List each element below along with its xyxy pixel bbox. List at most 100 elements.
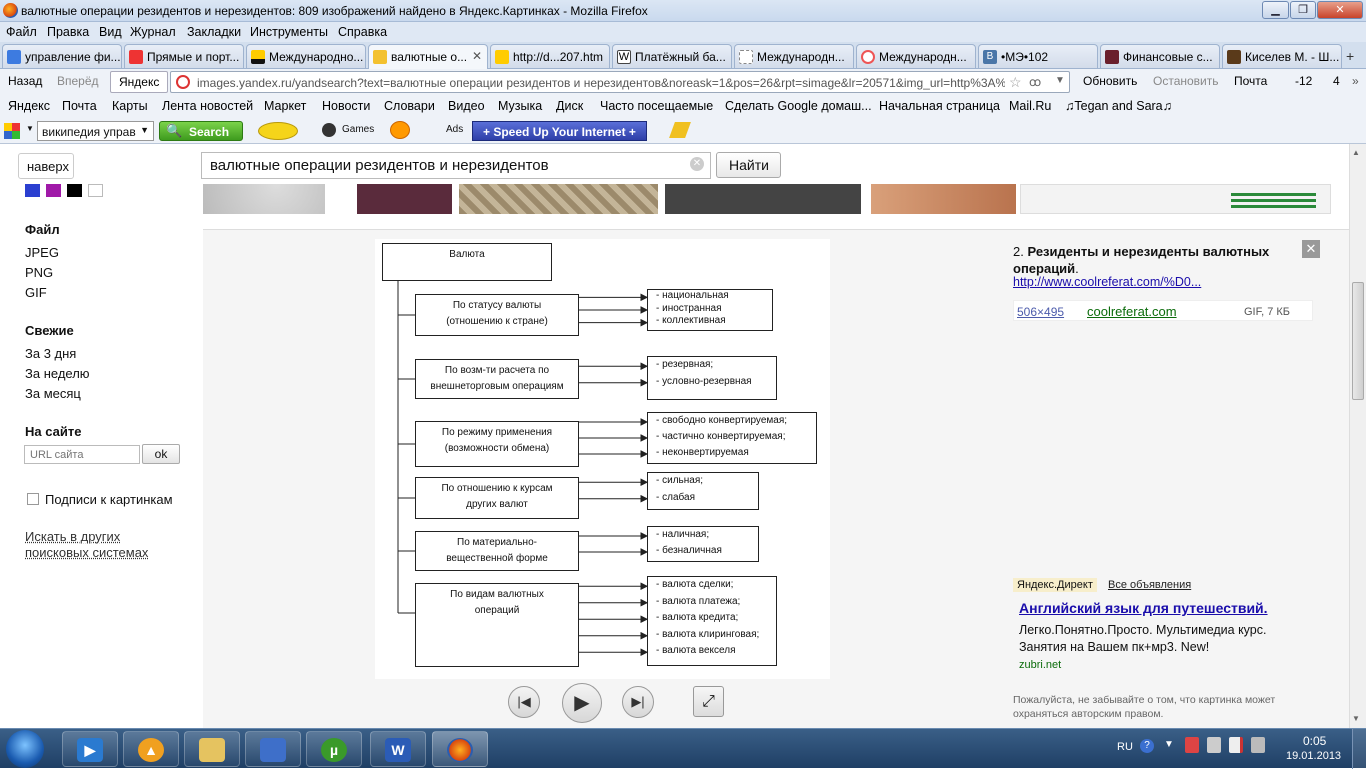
find-button[interactable]: Найти [716,152,781,178]
tab[interactable]: Прямые и порт... [124,44,244,68]
ad-title-link[interactable]: Английский язык для путешествий. [1019,600,1268,616]
bookmark[interactable]: Яндекс [8,99,51,113]
star-icon[interactable]: ☆ [1009,74,1022,90]
bookmark[interactable]: Музыка [498,99,543,113]
overflow-chevron-icon[interactable]: » [1352,74,1359,88]
toolbar-search-input[interactable]: википедия управ ▼ [37,121,154,141]
tab[interactable]: B•МЭ•102 [978,44,1098,68]
thumbnail[interactable] [871,184,1016,214]
next-image-button[interactable]: ▶| [622,686,654,718]
bookmark[interactable]: Карты [112,99,148,113]
thumbnail[interactable] [203,184,325,214]
menu-edit[interactable]: Правка [47,25,90,39]
refresh-button[interactable]: Обновить [1083,74,1138,88]
diagram-image[interactable]: Валюта По статусу валюты (отношению к ст… [375,239,830,679]
url-bar[interactable]: images.yandex.ru/yandsearch?text=валютны… [170,71,1070,93]
help-icon[interactable]: ? [1140,739,1154,753]
bookmark[interactable]: ♫Tegan and Sara♫ [1065,99,1173,113]
bookmark[interactable]: Начальная страница [879,99,1000,113]
glasses-icon[interactable]: ꝏ [1029,75,1042,89]
tab[interactable]: Киселев М. - Ш... [1222,44,1342,68]
weather-temp[interactable]: -12 [1295,74,1313,88]
bookmark[interactable]: Почта [62,99,97,113]
show-desktop-button[interactable] [1352,729,1366,769]
close-window-button[interactable]: ✕ [1317,1,1363,19]
filter-month[interactable]: За месяц [25,386,81,401]
bookmark[interactable]: Видео [448,99,485,113]
top-button[interactable]: наверх [18,153,74,179]
site-identity-icon[interactable] [176,75,190,89]
tab[interactable]: управление фи... [2,44,122,68]
tray-app-icon[interactable] [1185,737,1199,753]
taskbar-utorrent[interactable]: µ [306,731,362,767]
bookmark[interactable]: Часто посещаемые [600,99,714,113]
games-label[interactable]: Games [342,124,375,135]
mail-button[interactable]: Почта [1234,74,1268,88]
source-link[interactable]: http://www.coolreferat.com/%D0... [1013,275,1202,289]
color-swatch-black[interactable] [67,184,82,197]
other-search-link-2[interactable]: поисковых системах [25,545,149,560]
clear-search-icon[interactable]: ✕ [690,157,704,171]
dropdown-arrow-icon[interactable]: ▼ [1055,75,1065,86]
apps-icon[interactable] [4,123,20,139]
filter-week[interactable]: За неделю [25,366,90,381]
maximize-button[interactable]: ❐ [1290,1,1316,19]
previous-image-button[interactable]: |◀ [508,686,540,718]
highlighter-icon[interactable] [669,122,691,138]
play-slideshow-button[interactable]: ▶ [562,683,602,723]
dropdown-arrow-icon[interactable]: ▼ [140,125,149,135]
close-tab-icon[interactable]: ✕ [471,49,482,63]
forward-button[interactable]: Вперёд [57,74,99,88]
volume-icon[interactable] [1251,737,1265,753]
taskbar-explorer[interactable] [184,731,240,767]
stop-button[interactable]: Остановить [1153,74,1219,88]
taskbar-word[interactable]: W [370,731,426,767]
dropdown-arrow-icon[interactable]: ▼ [26,124,34,133]
ads-label[interactable]: Ads [446,124,464,135]
image-size-link[interactable]: 506×495 [1017,305,1065,319]
fullscreen-icon[interactable]: ⤢ [693,686,724,717]
filter-3-days[interactable]: За 3 дня [25,346,77,361]
speed-up-button[interactable]: + Speed Up Your Internet + [472,121,647,141]
thumbnail[interactable] [357,184,452,214]
tab[interactable]: Международн... [856,44,976,68]
menu-bookmarks[interactable]: Закладки [187,25,242,39]
ad-domain[interactable]: zubri.net [1019,659,1062,671]
minimize-button[interactable]: ▁ [1262,1,1289,19]
joystick-icon[interactable] [322,123,336,137]
color-swatch-blue[interactable] [25,184,40,197]
yandex-button[interactable]: Яндекс [110,71,169,93]
network-icon[interactable] [1207,737,1221,753]
flag-icon[interactable] [1229,737,1243,753]
bookmark[interactable]: Маркет [264,99,307,113]
language-indicator[interactable]: RU [1117,741,1133,753]
tab[interactable]: Международн... [734,44,854,68]
tab[interactable]: http://d...207.htm [490,44,610,68]
captions-label[interactable]: Подписи к картинкам [45,492,173,507]
color-swatch-purple[interactable] [46,184,61,197]
tray-arrow-icon[interactable]: ▼ [1164,739,1174,750]
filter-gif[interactable]: GIF [25,285,47,300]
taskbar-media-player[interactable]: ▶ [62,731,118,767]
thumbnail[interactable] [665,184,861,214]
menu-history[interactable]: Журнал [130,25,176,39]
menu-help[interactable]: Справка [338,25,388,39]
close-viewer-icon[interactable]: ✕ [1302,240,1320,258]
page-scrollbar[interactable]: ▲ ▼ [1349,144,1366,728]
taskbar-security[interactable] [245,731,301,767]
all-ads-link[interactable]: Все объявления [1108,579,1192,591]
taskbar-firefox[interactable] [432,731,488,767]
color-swatch-white[interactable] [88,184,103,197]
clock-date[interactable]: 19.01.2013 [1286,750,1342,762]
traffic-count[interactable]: 4 [1333,74,1340,88]
search-input[interactable]: валютные операции резидентов и нерезиден… [201,152,711,179]
image-site-link[interactable]: coolreferat.com [1087,304,1177,319]
emoticon-icon[interactable] [390,121,410,139]
scrollbar-thumb[interactable] [1352,282,1364,400]
back-button[interactable]: Назад [8,74,43,88]
bookmark[interactable]: Сделать Google домаш... [725,99,872,113]
bookmark[interactable]: Лента новостей [162,99,254,113]
other-search-link-1[interactable]: Искать в других [25,529,121,544]
filter-jpeg[interactable]: JPEG [25,245,59,260]
tab-active[interactable]: валютные о...✕ [368,44,488,69]
